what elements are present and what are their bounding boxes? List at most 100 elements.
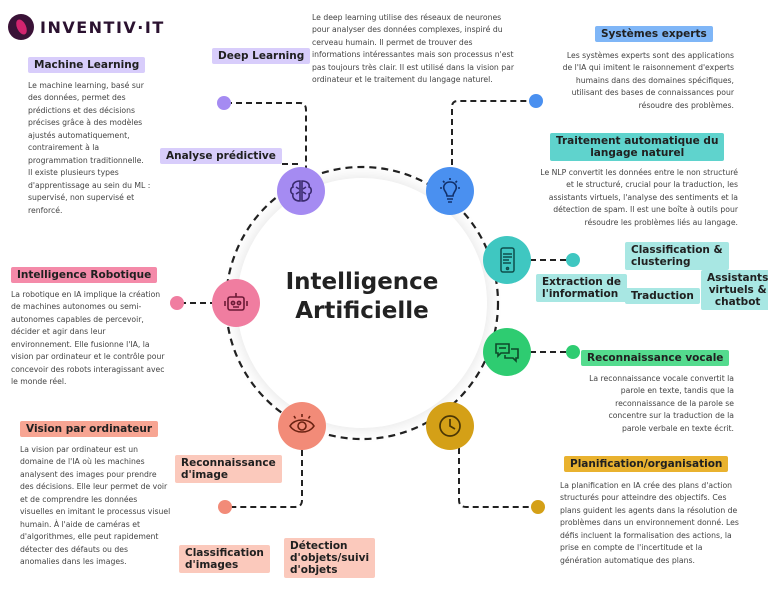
text-line: d'algorithmes, elle peut rapidement	[20, 532, 159, 542]
brand-mark-icon	[8, 14, 34, 40]
label-systemes-experts: Systèmes experts	[595, 26, 713, 43]
label-extraction: Extraction de l'information	[536, 274, 628, 303]
text-line: La reconnaissance vocale convertit la	[589, 374, 734, 383]
label-assistants-line3: chatbot	[714, 296, 761, 309]
text-line: humains dans des domaines spécifiques,	[575, 75, 734, 85]
text-line: Le machine learning, basé sur	[28, 81, 144, 90]
brain-icon	[289, 180, 313, 202]
dot-vision	[218, 500, 232, 514]
robot-icon	[224, 293, 248, 311]
text-line: anomalies dans les images.	[20, 557, 127, 567]
node-expert-systems	[426, 167, 474, 215]
text-line: contrairement à la	[28, 143, 100, 153]
center-hub	[237, 178, 487, 428]
text-line: et le structuré, crucial pour la traduct…	[566, 180, 738, 190]
label-nlp: Traitement automatique du langage nature…	[550, 133, 725, 162]
node-nlp	[483, 236, 531, 284]
text-line: défis incluent la formalisation des acti…	[560, 530, 732, 540]
text-line: environnement. Elle fusionne l'IA, la	[11, 339, 150, 349]
text-line: de machines autonomes ou semi-	[11, 302, 142, 312]
node-speech	[483, 328, 531, 376]
text-line: d'apprentissage au sein du ML :	[28, 180, 151, 190]
text-line: problèmes dans un environnement donné. L…	[560, 518, 739, 528]
connector-vision	[226, 450, 303, 508]
label-detection-line2: d'objets/suivi	[290, 552, 370, 565]
label-extraction-line1: Extraction de	[542, 276, 622, 288]
text-line: parole en texte, tandis que la	[620, 386, 734, 396]
label-detection-line3: d'objets	[290, 564, 338, 577]
dot-vocale	[566, 345, 580, 359]
text-line: utilisant des bases de connaissances pou…	[571, 88, 734, 98]
text-line: pour analyser des données complexes, ins…	[312, 25, 503, 35]
label-nlp-line2: langage naturel	[590, 147, 685, 160]
label-assistants-line2: virtuels &	[708, 284, 767, 297]
lightbulb-icon	[440, 178, 460, 203]
node-planning	[426, 402, 474, 450]
label-extraction-line2: l'information	[542, 288, 619, 301]
text-line: humain. À l'aide de caméras et	[20, 519, 140, 529]
brand-logo: INVENTIV·IT	[8, 14, 165, 40]
text-line: informations intéressantes mais son proc…	[312, 50, 514, 60]
text-nlp: Le NLP convertit les données entre le no…	[530, 167, 738, 229]
label-reconnaissance-image-line1: Reconnaissance	[181, 457, 276, 469]
text-line: domaine de l'IA où les machines	[20, 457, 145, 467]
label-reconnaissance-vocale: Reconnaissance vocale	[581, 350, 730, 367]
text-line: renforcé.	[28, 205, 63, 215]
text-deep-learning: Le deep learning utilise des réseaux de …	[312, 12, 537, 87]
text-line: génération automatique des plans.	[560, 555, 695, 565]
text-line: de l'IA qui imitent le raisonnement d'ex…	[562, 63, 734, 73]
text-line: autonomes capables de percevoir,	[11, 314, 144, 324]
text-line: Il existe plusieurs types	[28, 168, 119, 178]
label-classification-clustering: Classification & clustering	[625, 242, 729, 271]
text-line: Le deep learning utilise des réseaux de …	[312, 13, 502, 22]
text-line: La vision par ordinateur est un	[20, 445, 138, 454]
label-classification-line2: clustering	[631, 256, 691, 269]
label-classification-images-line2: d'images	[185, 559, 239, 572]
connector-deep-learning	[226, 102, 307, 168]
label-classification-images-line1: Classification	[185, 547, 264, 559]
label-planification: Planification/organisation	[564, 456, 729, 473]
text-line: Le NLP convertit les données entre le no…	[540, 168, 738, 177]
dot-planning	[531, 500, 545, 514]
node-vision	[278, 402, 326, 450]
text-line: le monde réel.	[11, 377, 67, 387]
label-nlp-line1: Traitement automatique du	[556, 135, 719, 147]
text-line: analysent des images pour prendre	[20, 469, 157, 479]
center-title: Intelligence Artificielle	[237, 268, 487, 326]
dot-robotics	[170, 296, 184, 310]
text-line: résoudre les problèmes liés au langage.	[584, 217, 739, 227]
center-title-line1: Intelligence	[285, 269, 439, 295]
text-line: concentre sur la traduction de la	[608, 411, 734, 421]
text-line: plans guident les agents dans la résolut…	[560, 505, 738, 515]
label-deep-learning: Deep Learning	[212, 48, 311, 65]
hub-ring	[224, 165, 500, 441]
text-line: précises grâce à des modèles	[28, 118, 143, 128]
node-deep-learning	[277, 167, 325, 215]
text-line: visuelles en imitant le processus visuel	[20, 507, 171, 517]
label-machine-learning: Machine Learning	[28, 57, 146, 74]
text-line: supervisé, non supervisé et	[28, 193, 135, 203]
label-analyse-predictive: Analyse prédictive	[160, 148, 282, 165]
text-line: des données, permet des	[28, 93, 126, 103]
text-line: prédictions et des décisions	[28, 105, 135, 115]
label-classification-images: Classification d'images	[179, 545, 270, 574]
text-line: La robotique en IA implique la création	[11, 290, 161, 299]
center-title-line2: Artificielle	[295, 297, 429, 324]
eye-icon	[289, 414, 315, 433]
text-vocale: La reconnaissance vocale convertit la pa…	[568, 373, 734, 435]
text-robotique: La robotique en IA implique la création …	[11, 289, 176, 389]
text-planification: La planification en IA crée des plans d'…	[560, 480, 750, 567]
text-vision: La vision par ordinateur est un domaine …	[20, 444, 180, 569]
text-line: structurés pour atteindre des objectifs.…	[560, 493, 727, 503]
chat-bubbles-icon	[495, 343, 519, 363]
node-robotics	[212, 279, 260, 327]
label-traduction: Traduction	[625, 288, 700, 305]
text-line: reconnaissance de la parole se	[615, 398, 734, 408]
text-line: résoudre des problèmes.	[638, 100, 734, 110]
text-line: ajustés automatiquement,	[28, 130, 130, 140]
text-line: prise en compte de l'incertitude et la	[560, 543, 703, 553]
dot-deep-learning	[217, 96, 231, 110]
nlp-phone-icon	[500, 247, 515, 273]
